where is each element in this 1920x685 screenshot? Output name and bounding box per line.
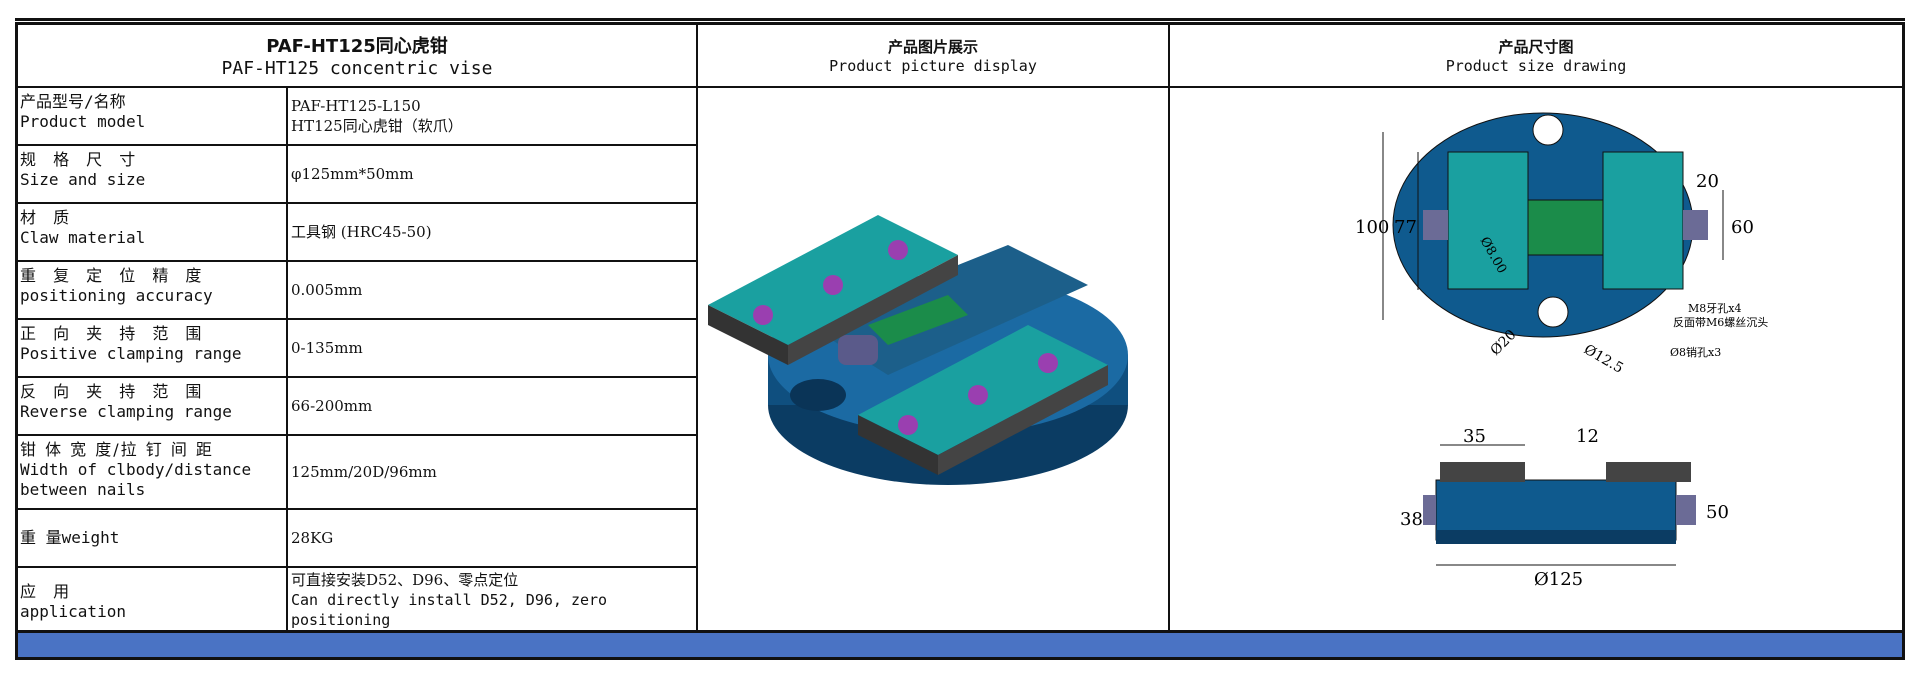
spec-label-en: Product model: [20, 112, 146, 131]
spec-label-cn: 规 格 尺 寸: [20, 150, 142, 169]
spec-value: φ125mm*50mm: [291, 165, 414, 183]
spec-value: 28KG: [291, 529, 334, 547]
drawing-header-cn: 产品尺寸图: [1498, 38, 1574, 56]
spec-label-en: Size and size: [20, 170, 146, 189]
dim-35: 35: [1463, 426, 1486, 447]
spec-label-en: Width of clbody/distance between nails: [20, 460, 252, 499]
spec-label-cn: 重 量weight: [20, 528, 120, 547]
dim-50: 50: [1706, 502, 1729, 523]
dim-d125r: Ø12.5: [1581, 342, 1626, 377]
dim-12: 12: [1576, 426, 1599, 447]
spec-label-cn: 应 用: [20, 582, 76, 601]
spec-label-cn: 反 向 夹 持 范 围: [20, 382, 208, 401]
header-divider: [18, 86, 1902, 88]
spec-value: HT125同心虎钳（软爪）: [291, 117, 463, 135]
note-m6: 反面带M6螺丝沉头: [1673, 316, 1768, 329]
spec-value: 工具钢 (HRC45-50): [291, 223, 432, 241]
spec-label-en: application: [20, 602, 126, 621]
spec-label-en: Claw material: [20, 228, 146, 247]
dim-60: 60: [1731, 217, 1754, 238]
spec-value: Can directly install D52, D96, zero posi…: [291, 591, 608, 629]
spec-label-en: Reverse clamping range: [20, 402, 232, 421]
picture-header: 产品图片展示 Product picture display: [698, 25, 1168, 86]
top-view: 100 77 60 20 Ø8.00 Ø20 Ø12.5 M8牙孔x4 反面带M…: [1355, 112, 1768, 377]
top-rule: [15, 18, 1905, 21]
picture-header-cn: 产品图片展示: [887, 38, 978, 56]
column-divider-2: [1168, 25, 1170, 630]
title-cell: PAF-HT125同心虎钳 PAF-HT125 concentric vise: [18, 25, 696, 86]
spec-label-cn: 钳 体 宽 度/拉 钉 间 距: [20, 440, 214, 459]
title-en: PAF-HT125 concentric vise: [221, 58, 493, 79]
spec-label-cn: 重 复 定 位 精 度: [20, 266, 208, 285]
spec-label-cn: 正 向 夹 持 范 围: [20, 324, 208, 343]
dim-77: 77: [1394, 217, 1417, 238]
dim-100: 100: [1355, 217, 1389, 238]
spec-label-cn: 产品型号/名称: [20, 92, 126, 111]
dim-38: 38: [1400, 509, 1423, 530]
spec-value: 0-135mm: [291, 339, 363, 357]
side-view: 35 12 38 50 Ø125: [1400, 426, 1729, 590]
spec-sheet: PAF-HT125同心虎钳 PAF-HT125 concentric vise …: [15, 22, 1905, 660]
spec-value: 0.005mm: [291, 281, 363, 299]
footer-bar: [18, 630, 1902, 657]
dimension-drawing: 100 77 60 20 Ø8.00 Ø20 Ø12.5 M8牙孔x4 反面带M…: [1355, 112, 1768, 590]
picture-header-en: Product picture display: [829, 57, 1037, 75]
product-picture: [708, 215, 1128, 485]
drawing-header-en: Product size drawing: [1445, 57, 1627, 75]
jaw-right: [858, 325, 1108, 475]
spec-label-cn: 材 质: [20, 208, 76, 227]
spec-value: 66-200mm: [291, 397, 373, 415]
spec-value: 125mm/20D/96mm: [291, 463, 437, 481]
dim-d125: Ø125: [1534, 569, 1583, 590]
note-m8: M8牙孔x4: [1688, 302, 1741, 315]
spec-label-en: positioning accuracy: [20, 286, 213, 305]
dim-20: 20: [1696, 171, 1719, 192]
spec-row: 重 量weight 28KG: [18, 510, 696, 568]
drawing-header: 产品尺寸图 Product size drawing: [1170, 25, 1902, 86]
spec-label-en: Positive clamping range: [20, 344, 242, 363]
column-divider-1: [696, 25, 698, 630]
jaw-left: [708, 215, 958, 365]
note-pin: Ø8销孔x3: [1670, 345, 1721, 359]
spec-value: 可直接安装D52、D96、零点定位: [291, 571, 519, 589]
title-cn: PAF-HT125同心虎钳: [266, 36, 448, 57]
spec-value: PAF-HT125-L150: [291, 97, 421, 115]
